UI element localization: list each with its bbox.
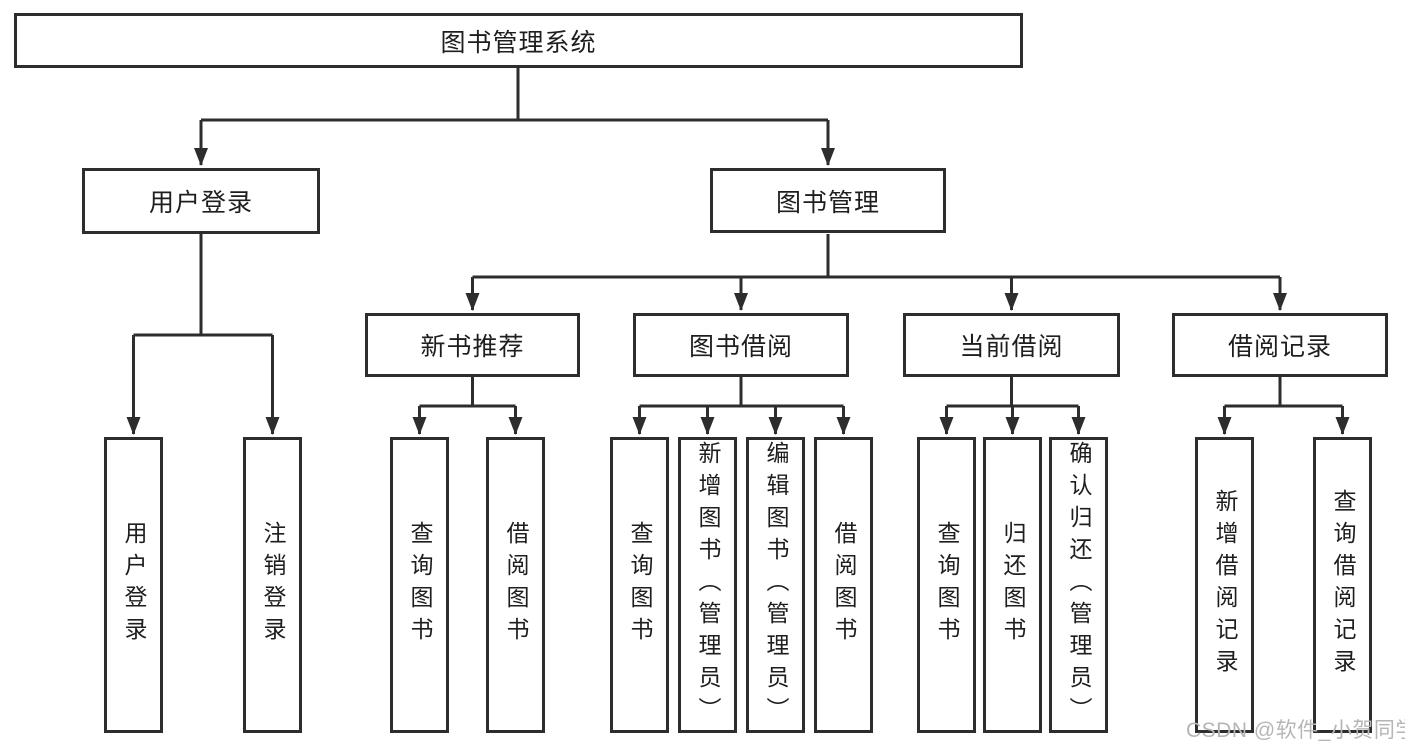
node-book-management: 图书管理 <box>710 168 946 233</box>
node-new-book-recommendation: 新书推荐 <box>365 313 580 377</box>
leaf-query-books-current: 查询图书 <box>917 437 976 733</box>
node-label: 图书管理 <box>775 188 880 217</box>
node-label: 查询借阅记录 <box>1330 489 1356 681</box>
node-label: 借阅图书 <box>831 521 857 649</box>
node-library-management-system: 图书管理系统 <box>14 13 1023 68</box>
node-label: 借阅记录 <box>1227 333 1332 361</box>
node-label: 当前借阅 <box>959 333 1064 361</box>
leaf-query-books-borrow: 查询图书 <box>610 437 669 733</box>
node-current-borrowing: 当前借阅 <box>903 313 1120 377</box>
leaf-add-books-admin: 新增图书（管理员） <box>678 437 737 733</box>
node-book-borrowing: 图书借阅 <box>633 313 849 377</box>
node-label: 新增图书（管理员） <box>695 441 721 729</box>
node-label: 编辑图书（管理员） <box>763 441 789 729</box>
node-label: 查询图书 <box>934 521 960 649</box>
node-label: 用户登录 <box>121 521 147 649</box>
node-label: 图书借阅 <box>688 333 793 361</box>
leaf-borrow-books-recommend: 借阅图书 <box>486 437 545 733</box>
csdn-watermark: CSDN @软件_小贺同学 <box>1186 719 1405 742</box>
node-label: 新书推荐 <box>420 333 525 361</box>
node-label: 新增借阅记录 <box>1212 489 1238 681</box>
leaf-query-borrow-record: 查询借阅记录 <box>1313 437 1372 733</box>
node-user-login: 用户登录 <box>82 168 320 234</box>
node-label: 用户登录 <box>148 189 253 217</box>
node-label: 查询图书 <box>627 521 653 649</box>
leaf-add-borrow-record: 新增借阅记录 <box>1195 437 1254 733</box>
leaf-logout-login: 注销登录 <box>243 437 302 733</box>
node-label: 借阅图书 <box>503 521 529 649</box>
leaf-confirm-return-admin: 确认归还（管理员） <box>1049 437 1108 733</box>
leaf-return-books: 归还图书 <box>983 437 1042 733</box>
leaf-query-books-recommend: 查询图书 <box>390 437 449 733</box>
leaf-borrow-books: 借阅图书 <box>814 437 873 733</box>
leaf-edit-books-admin: 编辑图书（管理员） <box>746 437 805 733</box>
node-label: 查询图书 <box>407 521 433 649</box>
node-borrowing-records: 借阅记录 <box>1172 313 1388 377</box>
node-label: 确认归还（管理员） <box>1066 441 1092 729</box>
leaf-user-login: 用户登录 <box>104 437 163 733</box>
node-label: 注销登录 <box>260 521 286 649</box>
node-label: 图书管理系统 <box>440 28 597 57</box>
node-label: 归还图书 <box>1000 521 1026 649</box>
